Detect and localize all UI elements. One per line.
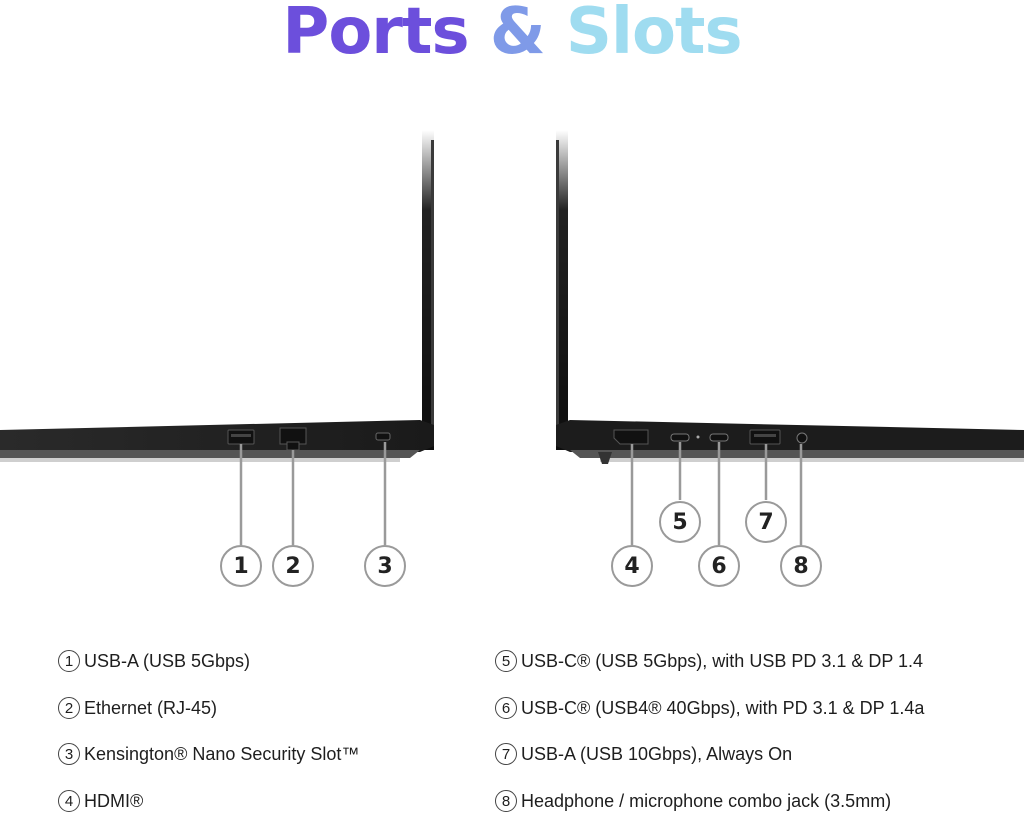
legend-label: Ethernet (RJ-45)	[84, 697, 218, 718]
audio-jack-icon	[796, 432, 808, 444]
legend-number: 6	[495, 697, 517, 719]
right-laptop-side	[556, 130, 1024, 464]
legend-label: USB-C® (USB 5Gbps), with USB PD 3.1 & DP…	[521, 650, 924, 671]
legend-label: USB-A (USB 5Gbps)	[84, 650, 251, 671]
callout-5: 5	[659, 501, 701, 543]
legend-number: 1	[58, 650, 80, 672]
security-slot-icon	[375, 432, 391, 441]
callout-8: 8	[780, 545, 822, 587]
hdmi-port-icon	[613, 429, 649, 445]
legend-number: 4	[58, 790, 80, 812]
title-word-ports: Ports	[282, 0, 469, 69]
callout-4: 4	[611, 545, 653, 587]
legend-item-8: 8 Headphone / microphone combo jack (3.5…	[495, 788, 891, 814]
page-title: Ports & Slots	[0, 0, 1024, 70]
callout-2: 2	[272, 545, 314, 587]
callout-7: 7	[745, 501, 787, 543]
legend-number: 3	[58, 743, 80, 765]
legend-item-2: 2 Ethernet (RJ-45)	[58, 695, 217, 721]
callout-6: 6	[698, 545, 740, 587]
legend-label: Kensington® Nano Security Slot™	[84, 743, 360, 764]
legend-label: USB-C® (USB4® 40Gbps), with PD 3.1 & DP …	[521, 697, 925, 718]
legend-item-1: 1 USB-A (USB 5Gbps)	[58, 648, 250, 674]
legend-label: Headphone / microphone combo jack (3.5mm…	[521, 790, 892, 811]
callout-1: 1	[220, 545, 262, 587]
legend-number: 8	[495, 790, 517, 812]
title-word-slots: Slots	[565, 0, 743, 69]
legend-number: 2	[58, 697, 80, 719]
legend-item-6: 6 USB-C® (USB4® 40Gbps), with PD 3.1 & D…	[495, 695, 924, 721]
legend-label: HDMI®	[84, 790, 144, 811]
legend-item-4: 4 HDMI®	[58, 788, 143, 814]
legend-item-3: 3 Kensington® Nano Security Slot™	[58, 741, 359, 767]
left-laptop-side	[0, 130, 434, 462]
callout-3: 3	[364, 545, 406, 587]
title-ampersand: &	[489, 0, 546, 69]
legend-number: 7	[495, 743, 517, 765]
legend-label: USB-A (USB 10Gbps), Always On	[521, 743, 793, 764]
callout-leader-lines	[239, 442, 803, 545]
usb-c-port-icon	[670, 433, 690, 442]
legend-item-7: 7 USB-A (USB 10Gbps), Always On	[495, 741, 792, 767]
legend-item-5: 5 USB-C® (USB 5Gbps), with USB PD 3.1 & …	[495, 648, 923, 674]
usb4-port-icon	[709, 433, 729, 442]
right-laptop-base	[556, 420, 1024, 452]
left-laptop-base	[0, 420, 434, 452]
legend-number: 5	[495, 650, 517, 672]
